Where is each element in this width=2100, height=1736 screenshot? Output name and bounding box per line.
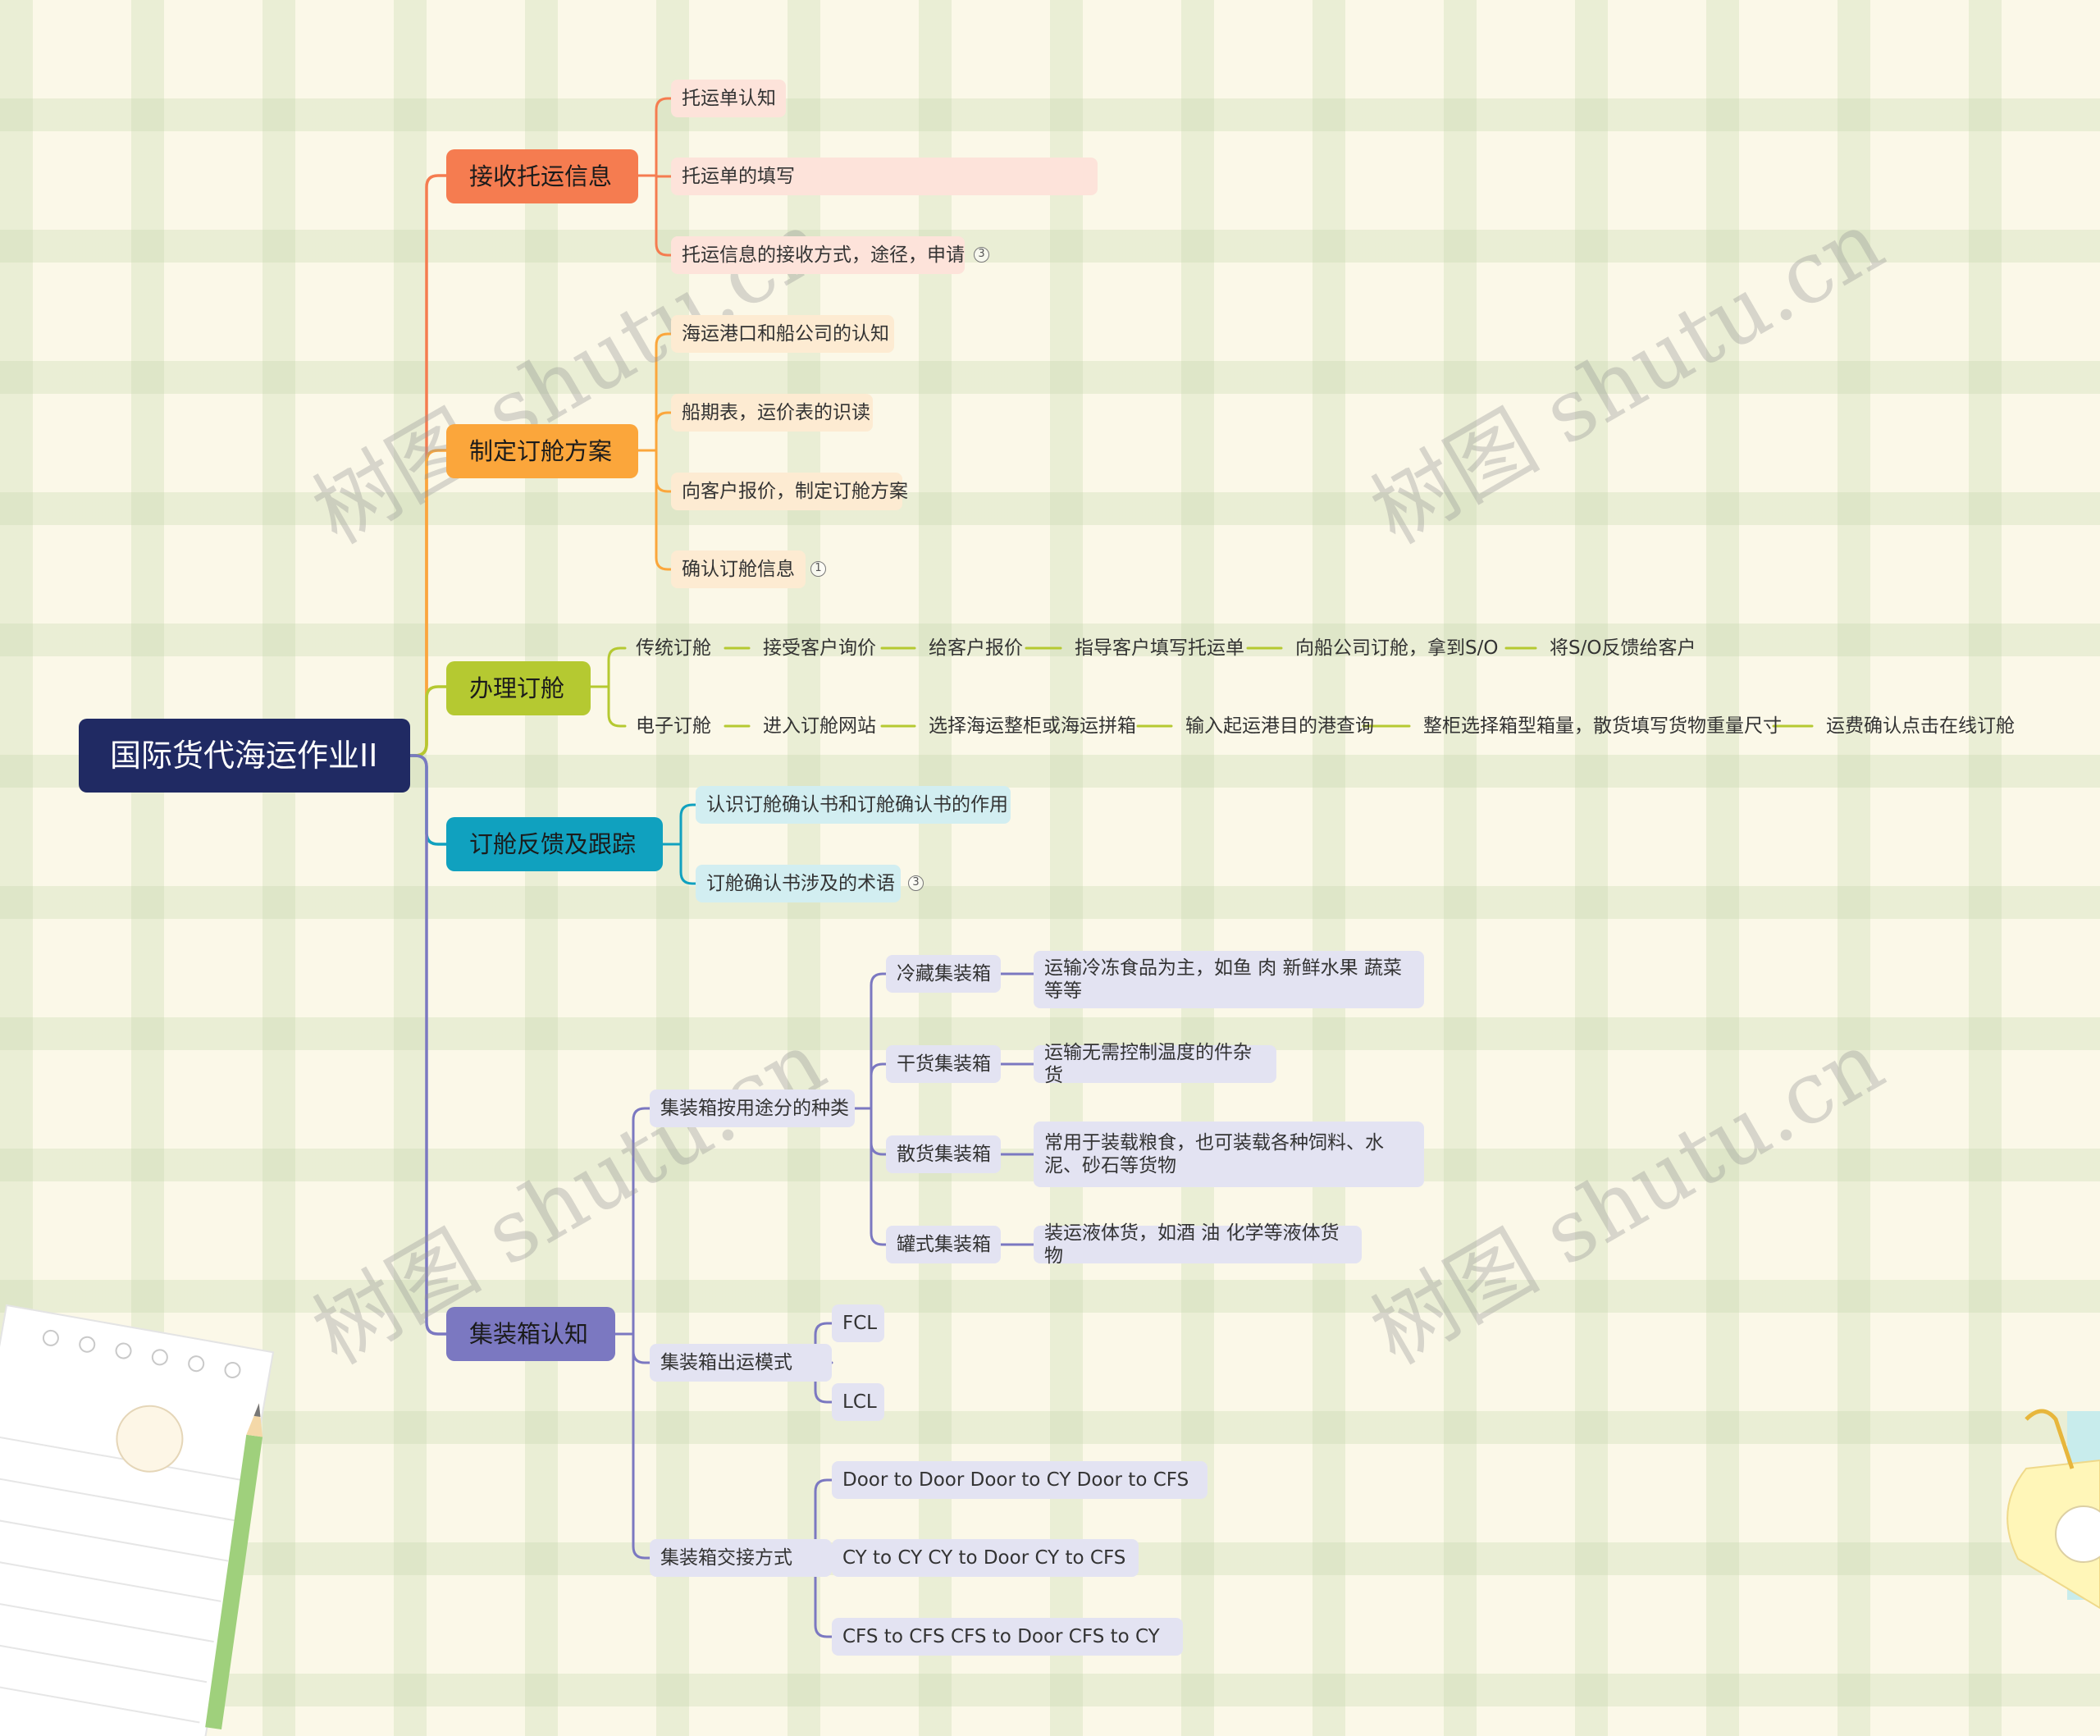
connector-line <box>681 805 696 844</box>
branch-topic[interactable]: 办理订舱 <box>446 661 591 715</box>
container-type[interactable]: 冷藏集装箱 <box>886 955 1001 993</box>
subtopic[interactable]: 向客户报价，制定订舱方案 <box>671 473 902 510</box>
container-type[interactable]: 干货集装箱 <box>886 1045 1001 1083</box>
connector-line <box>871 974 886 1108</box>
connector-line <box>410 176 446 756</box>
container-type[interactable]: 罐式集装箱 <box>886 1226 1001 1263</box>
group-topic[interactable]: 集装箱出运模式 <box>650 1344 832 1382</box>
connector-line <box>656 413 671 450</box>
process-step[interactable]: 进入订舱网站 <box>752 707 879 745</box>
connector-line <box>410 756 446 1334</box>
connector-line <box>871 1064 886 1108</box>
connector-line <box>410 687 446 756</box>
connector-line <box>656 98 671 176</box>
connector-line <box>410 756 446 844</box>
process-step[interactable]: 运费确认点击在线订舱 <box>1815 707 2017 745</box>
process-step[interactable]: 指导客户填写托运单 <box>1064 629 1244 667</box>
shipping-mode[interactable]: FCL <box>832 1304 884 1342</box>
process-step[interactable]: 选择海运整柜或海运拼箱 <box>918 707 1134 745</box>
subtopic[interactable]: 托运信息的接收方式，途径，申请 <box>671 236 965 274</box>
sticky-note-illustration <box>1969 1395 2100 1736</box>
container-description[interactable]: 装运液体货，如酒 油 化学等液体货物 <box>1034 1226 1362 1263</box>
subtopic[interactable]: 托运单认知 <box>671 80 786 117</box>
handover-mode[interactable]: CY to CY CY to Door CY to CFS <box>832 1539 1139 1577</box>
subtopic[interactable]: 海运港口和船公司的认知 <box>671 315 894 353</box>
connector-line <box>633 1108 650 1334</box>
connector-line <box>656 450 671 569</box>
connector-line <box>656 334 671 450</box>
connector-line <box>656 450 671 491</box>
handover-mode[interactable]: CFS to CFS CFS to Door CFS to CY <box>832 1618 1183 1656</box>
process-step[interactable]: 接受客户询价 <box>752 629 879 667</box>
branch-topic[interactable]: 订舱反馈及跟踪 <box>446 817 663 871</box>
branch-topic[interactable]: 集装箱认知 <box>446 1307 615 1361</box>
subtopic[interactable]: 船期表，运价表的识读 <box>671 394 873 432</box>
connector-line <box>871 1108 886 1245</box>
process-label[interactable]: 传统订舱 <box>625 629 722 667</box>
process-label[interactable]: 电子订舱 <box>625 707 722 745</box>
connector-line <box>656 176 671 255</box>
notebook-illustration <box>0 1296 295 1736</box>
branch-topic[interactable]: 接收托运信息 <box>446 149 638 203</box>
connector-line <box>609 687 625 726</box>
process-step[interactable]: 向船公司订舱，拿到S/O <box>1285 629 1503 667</box>
process-step[interactable]: 将S/O反馈给客户 <box>1539 629 1700 667</box>
connector-line <box>633 1334 650 1363</box>
container-description[interactable]: 运输冷冻食品为主，如鱼 肉 新鲜水果 蔬菜等等 <box>1034 951 1424 1008</box>
process-step[interactable]: 输入起运港目的港查询 <box>1175 707 1360 745</box>
subtopic[interactable]: 托运单的填写 <box>671 158 1098 195</box>
collapsed-count-badge[interactable]: 3 <box>908 875 924 891</box>
handover-mode[interactable]: Door to Door Door to CY Door to CFS <box>832 1461 1208 1499</box>
branch-topic[interactable]: 制定订舱方案 <box>446 424 638 478</box>
collapsed-count-badge[interactable]: 1 <box>810 561 826 577</box>
container-description[interactable]: 常用于装载粮食，也可装载各种饲料、水泥、砂石等货物 <box>1034 1122 1424 1187</box>
container-description[interactable]: 运输无需控制温度的件杂货 <box>1034 1045 1276 1083</box>
root-topic[interactable]: 国际货代海运作业II <box>79 719 410 793</box>
shipping-mode[interactable]: LCL <box>832 1383 884 1421</box>
connector-line <box>681 844 696 884</box>
subtopic[interactable]: 订舱确认书涉及的术语 <box>696 865 901 902</box>
connector-line <box>609 648 625 687</box>
subtopic[interactable]: 认识订舱确认书和订舱确认书的作用 <box>696 786 1011 824</box>
group-topic[interactable]: 集装箱按用途分的种类 <box>650 1090 855 1127</box>
process-step[interactable]: 给客户报价 <box>918 629 1023 667</box>
process-step[interactable]: 整柜选择箱型箱量，散货填写货物重量尺寸 <box>1413 707 1770 745</box>
group-topic[interactable]: 集装箱交接方式 <box>650 1539 832 1577</box>
connector-line <box>871 1108 886 1154</box>
connector-line <box>633 1334 650 1558</box>
subtopic[interactable]: 确认订舱信息 <box>671 550 806 588</box>
connector-line <box>410 450 446 756</box>
collapsed-count-badge[interactable]: 3 <box>974 247 989 263</box>
container-type[interactable]: 散货集装箱 <box>886 1135 1001 1173</box>
